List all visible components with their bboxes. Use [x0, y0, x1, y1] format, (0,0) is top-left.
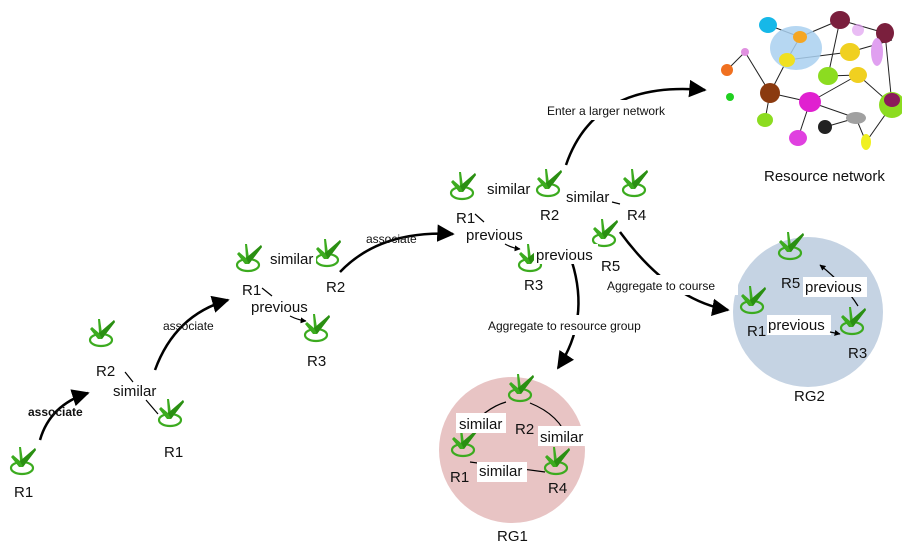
- associate-arrow-2: [153, 295, 230, 371]
- resource-network-title: Resource network: [764, 168, 885, 185]
- previous-box-step4b: [534, 244, 598, 264]
- resource-r2-label-step2: R2: [96, 363, 115, 380]
- rg2-title: RG2: [794, 388, 825, 405]
- similar-label-step4b: similar: [566, 189, 609, 206]
- resource-r1-icon-step2: [157, 397, 186, 428]
- rg1-title: RG1: [497, 528, 528, 545]
- resource-r2-label-step3: R2: [326, 279, 345, 296]
- rg1-similar-label-3: similar: [479, 463, 522, 480]
- rg2-resource-r1-label: R1: [747, 323, 766, 340]
- aggregate-course-label: Aggregate to course: [607, 279, 715, 293]
- resource-r1-icon-step3: [235, 242, 264, 273]
- resource-r1-label-step3: R1: [242, 282, 261, 299]
- associate-label-2: associate: [163, 319, 214, 333]
- resource-r2-label-step4: R2: [540, 207, 559, 224]
- previous-label-step3: previous: [251, 299, 308, 316]
- rg2-previous-box-2: [767, 315, 831, 335]
- rg2-previous-label-1: previous: [805, 279, 862, 296]
- previous-edge-step4a: [474, 213, 485, 223]
- rg1-resource-r1-label: R1: [450, 469, 469, 486]
- similar-box-step4b: [563, 186, 613, 206]
- rg2-previous-arrow-r1-r3: [829, 329, 841, 336]
- resource-r5-icon-step4: [591, 217, 620, 248]
- rg1-similar-label-2: similar: [540, 429, 583, 446]
- aggregate-course-arrow: [618, 231, 730, 316]
- similar-label-step2: similar: [113, 383, 156, 400]
- rg1-similar-box-2: [538, 426, 588, 446]
- resource-r3-icon-step3: [303, 312, 332, 343]
- rg1-similar-box-1: [456, 413, 506, 433]
- rg2-resource-r5-label: R5: [781, 275, 800, 292]
- similar-label-step4a: similar: [487, 181, 530, 198]
- rg2-circle: [733, 237, 883, 387]
- resource-r2-icon-step2: [88, 317, 117, 348]
- similar-label-step3: similar: [270, 251, 313, 268]
- enter-network-label: Enter a larger network: [547, 104, 666, 118]
- rg2-resource-r3-label: R3: [848, 345, 867, 362]
- resource-r1-label-step2: R1: [164, 444, 183, 461]
- rg2-previous-box-1: [803, 277, 867, 297]
- resource-r1-label-step4: R1: [456, 210, 475, 227]
- resource-r3-label-step3: R3: [307, 353, 326, 370]
- similar-edge-step2b: [145, 399, 159, 415]
- resource-r3-label-step4: R3: [524, 277, 543, 294]
- rg1-resource-r2-label: R2: [515, 421, 534, 438]
- associate-label-1: associate: [28, 405, 83, 419]
- associate-arrow-1: [38, 389, 90, 441]
- resource-r1-icon-step4: [449, 170, 478, 201]
- similar-box-step4a: [484, 178, 534, 198]
- aggregate-group-label: Aggregate to resource group: [488, 319, 641, 333]
- resource-r1-icon-step1: [9, 445, 38, 476]
- enter-network-box: [542, 100, 690, 120]
- previous-arrow-step4a: [504, 243, 521, 252]
- resource-r1-label-step1: R1: [14, 484, 33, 501]
- associate-label-3: associate: [366, 232, 417, 246]
- associate-arrow-3: [339, 224, 455, 273]
- rg1-similar-label-1: similar: [459, 416, 502, 433]
- rg1-similar-box-3: [477, 462, 527, 482]
- resource-r4-icon-step4: [621, 167, 650, 198]
- resource-r5-label-step4: R5: [601, 258, 620, 275]
- resource-network-graph: [721, 11, 902, 150]
- previous-arrow-step3: [289, 315, 307, 324]
- previous-edge-step3: [261, 287, 273, 297]
- aggregate-group-box: [486, 315, 672, 335]
- similar-edge-step4b: [611, 201, 621, 205]
- similar-box-step3: [266, 248, 316, 268]
- previous-label-step4a: previous: [466, 227, 523, 244]
- aggregate-course-box: [604, 275, 738, 295]
- resource-r2-icon-step3: [314, 237, 343, 268]
- similar-edge-step2: [124, 371, 134, 383]
- resource-r4-label-step4: R4: [627, 207, 646, 224]
- previous-label-step4b: previous: [536, 247, 593, 264]
- resource-r2-icon-step4: [535, 167, 564, 198]
- rg2-previous-label-2: previous: [768, 317, 825, 334]
- rg1-resource-r4-label: R4: [548, 480, 567, 497]
